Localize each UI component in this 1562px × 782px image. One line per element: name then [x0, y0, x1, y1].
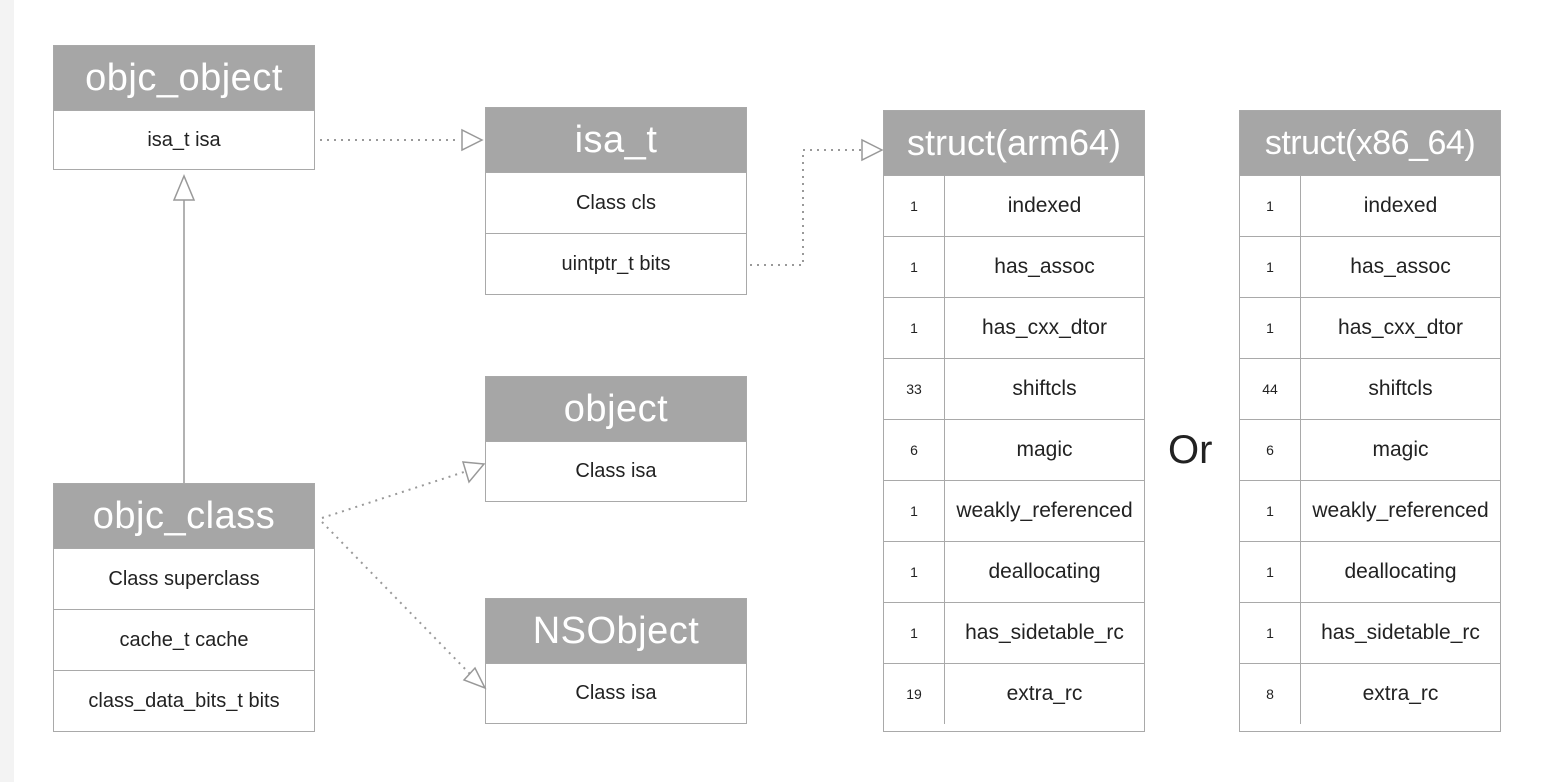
bit-count: 1: [1240, 176, 1301, 236]
objc-class-field-superclass: Class superclass: [54, 548, 314, 609]
bit-count: 6: [1240, 420, 1301, 480]
table-row: 1 has_cxx_dtor: [884, 297, 1144, 358]
table-row: 8 extra_rc: [1240, 663, 1500, 724]
field-name: magic: [1016, 438, 1073, 461]
table-row: 44 shiftcls: [1240, 358, 1500, 419]
struct-arm64-title: struct(arm64): [884, 111, 1144, 175]
field-name: weakly_referenced: [1312, 499, 1489, 522]
struct-arm64-table: struct(arm64) 1 indexed 1 has_assoc 1 has_c…: [883, 110, 1145, 732]
table-row: 6 magic: [1240, 419, 1500, 480]
objc-class-field-cache: cache_t cache: [54, 609, 314, 670]
isa-t-title: isa_t: [486, 108, 746, 172]
table-row: 1 weakly_referenced: [1240, 480, 1500, 541]
field-name: magic: [1372, 438, 1429, 461]
bit-count: 33: [884, 359, 945, 419]
field-name: extra_rc: [1006, 682, 1083, 705]
table-row: 33 shiftcls: [884, 358, 1144, 419]
field-name: deallocating: [1344, 560, 1457, 583]
objc-object-box: objc_object isa_t isa: [53, 45, 315, 170]
field-name: has_cxx_dtor: [1338, 316, 1463, 339]
table-row: 1 deallocating: [884, 541, 1144, 602]
bit-count: 8: [1240, 664, 1301, 724]
or-label: Or: [1168, 428, 1213, 472]
field-name: shiftcls: [1012, 377, 1077, 400]
bit-count: 1: [1240, 298, 1301, 358]
table-row: 1 deallocating: [1240, 541, 1500, 602]
bit-count: 44: [1240, 359, 1301, 419]
field-name: has_assoc: [1350, 255, 1451, 278]
object-field-isa: Class isa: [486, 441, 746, 501]
field-name: shiftcls: [1368, 377, 1433, 400]
table-row: 1 has_cxx_dtor: [1240, 297, 1500, 358]
bit-count: 1: [884, 481, 945, 541]
table-row: 1 weakly_referenced: [884, 480, 1144, 541]
table-row: 1 indexed: [884, 175, 1144, 236]
objc-object-title: objc_object: [54, 46, 314, 110]
nsobject-field-isa: Class isa: [486, 663, 746, 723]
objc-class-box: objc_class Class superclass cache_t cach…: [53, 483, 315, 732]
nsobject-box: NSObject Class isa: [485, 598, 747, 724]
table-row: 1 indexed: [1240, 175, 1500, 236]
table-row: 1 has_assoc: [884, 236, 1144, 297]
field-name: has_sidetable_rc: [965, 621, 1124, 644]
field-name: weakly_referenced: [956, 499, 1133, 522]
bit-count: 1: [1240, 237, 1301, 297]
bit-count: 1: [884, 176, 945, 236]
objc-class-field-bits: class_data_bits_t bits: [54, 670, 314, 731]
table-row: 1 has_sidetable_rc: [1240, 602, 1500, 663]
bit-count: 1: [884, 237, 945, 297]
field-name: extra_rc: [1362, 682, 1439, 705]
bit-count: 19: [884, 664, 945, 724]
objc-class-title: objc_class: [54, 484, 314, 548]
field-name: has_cxx_dtor: [982, 316, 1107, 339]
field-name: indexed: [1363, 194, 1438, 217]
bit-count: 1: [1240, 542, 1301, 602]
bit-count: 1: [884, 542, 945, 602]
table-row: 6 magic: [884, 419, 1144, 480]
field-name: has_assoc: [994, 255, 1095, 278]
bit-count: 1: [1240, 481, 1301, 541]
table-row: 1 has_assoc: [1240, 236, 1500, 297]
isa-t-box: isa_t Class cls uintptr_t bits: [485, 107, 747, 295]
table-row: 19 extra_rc: [884, 663, 1144, 724]
table-row: 1 has_sidetable_rc: [884, 602, 1144, 663]
field-name: indexed: [1007, 194, 1082, 217]
nsobject-title: NSObject: [486, 599, 746, 663]
field-name: has_sidetable_rc: [1321, 621, 1480, 644]
isa-t-field-cls: Class cls: [486, 172, 746, 233]
isa-t-field-bits: uintptr_t bits: [486, 233, 746, 294]
struct-x86-64-table: struct(x86_64) 1 indexed 1 has_assoc 1 has_…: [1239, 110, 1501, 732]
bit-count: 1: [1240, 603, 1301, 663]
objc-object-field: isa_t isa: [54, 110, 314, 169]
object-title: object: [486, 377, 746, 441]
left-margin: [0, 0, 14, 782]
struct-x86-64-title: struct(x86_64): [1240, 111, 1500, 175]
bit-count: 1: [884, 298, 945, 358]
bit-count: 6: [884, 420, 945, 480]
bit-count: 1: [884, 603, 945, 663]
object-box: object Class isa: [485, 376, 747, 502]
field-name: deallocating: [988, 560, 1101, 583]
